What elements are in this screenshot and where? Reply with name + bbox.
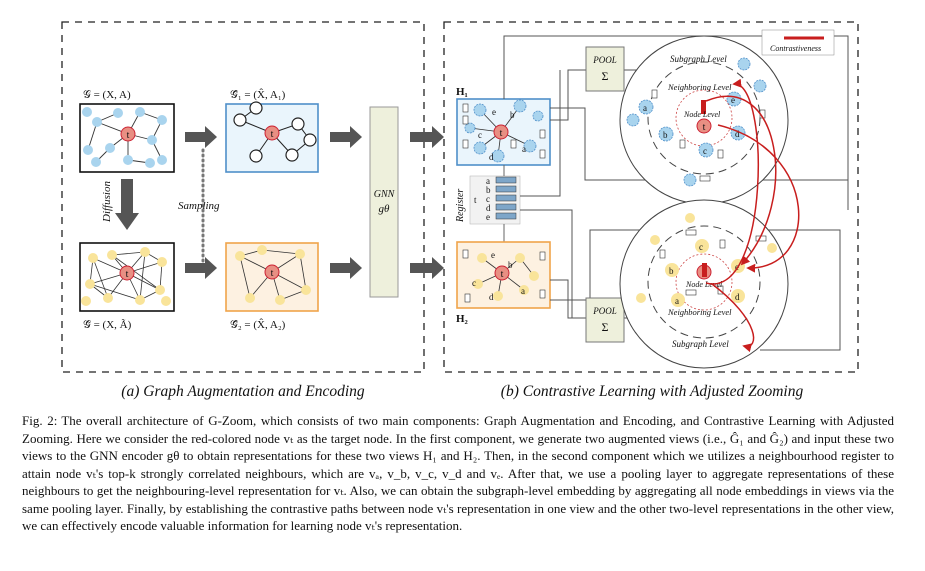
panel-a-title: (a) Graph Augmentation and Encoding bbox=[121, 383, 365, 400]
svg-text:a: a bbox=[643, 103, 647, 113]
svg-text:b: b bbox=[663, 130, 668, 140]
diffusion-arrow bbox=[115, 179, 139, 230]
gnn-output-arrows bbox=[410, 126, 444, 279]
gnn-encoder bbox=[369, 106, 399, 298]
node-level-bottom: Node Level bbox=[685, 280, 723, 289]
subgraph-level-top: Subgraph Level bbox=[670, 54, 727, 64]
svg-text:d: d bbox=[489, 292, 494, 302]
svg-text:e: e bbox=[731, 95, 735, 105]
caption-text: The overall architecture of G-Zoom, whic… bbox=[22, 413, 894, 533]
svg-text:Σ: Σ bbox=[602, 69, 609, 83]
gnn-input-arrows bbox=[330, 126, 362, 279]
h2-label: H₂ bbox=[456, 313, 469, 325]
pool-top: POOL Σ bbox=[585, 46, 625, 92]
svg-text:c: c bbox=[478, 130, 482, 140]
neighboring-level-top: Neighboring Level bbox=[667, 82, 732, 92]
diffusion-label: Diffusion bbox=[101, 181, 113, 223]
register-row-c: c bbox=[486, 194, 490, 204]
svg-text:a: a bbox=[675, 296, 679, 306]
target-node-label: t bbox=[127, 130, 130, 141]
connector-lines bbox=[503, 35, 849, 351]
svg-text:t: t bbox=[703, 122, 706, 133]
pool-bottom: POOL Σ bbox=[585, 297, 625, 343]
h1-embeddings: t e c a d b bbox=[456, 98, 551, 166]
neighboring-level-bottom: Neighboring Level bbox=[667, 307, 732, 317]
svg-text:t: t bbox=[271, 268, 274, 279]
svg-text:t: t bbox=[271, 129, 274, 140]
svg-text:POOL: POOL bbox=[592, 55, 617, 65]
svg-text:e: e bbox=[735, 262, 739, 272]
svg-text:c: c bbox=[472, 278, 476, 288]
graph-diffused: t bbox=[79, 242, 175, 312]
view2-label: 𝒢̂₂ = (X̂, A₂) bbox=[230, 318, 286, 331]
augmented-view-2: t bbox=[225, 242, 319, 312]
svg-text:t: t bbox=[500, 128, 503, 139]
svg-text:c: c bbox=[699, 242, 703, 252]
register-target: t bbox=[474, 195, 477, 205]
svg-text:a: a bbox=[521, 286, 525, 296]
register-label: Register bbox=[455, 189, 466, 223]
panel-b-frame bbox=[443, 21, 859, 373]
svg-text:POOL: POOL bbox=[592, 306, 617, 316]
architecture-figure: t 𝒢 = (X, A) Diffusion t 𝒢̃ = (X, bbox=[61, 21, 859, 400]
register-row-d: d bbox=[486, 203, 491, 213]
legend-contrastiveness: Contrastiveness bbox=[761, 29, 835, 56]
panel-a-frame bbox=[61, 21, 425, 373]
svg-text:b: b bbox=[508, 260, 513, 270]
view1-label: 𝒢̂₁ = (X̂, A₁) bbox=[230, 88, 286, 101]
svg-text:d: d bbox=[489, 152, 494, 162]
register-row-b: b bbox=[486, 185, 491, 195]
zoom-bottom: b c e a d t bbox=[619, 199, 789, 369]
svg-text:Σ: Σ bbox=[602, 320, 609, 334]
svg-text:a: a bbox=[522, 144, 526, 154]
augmented-view-1: t bbox=[225, 101, 319, 173]
gnn-label: GNN bbox=[374, 189, 396, 200]
svg-text:d: d bbox=[735, 129, 740, 139]
svg-text:Contrastiveness: Contrastiveness bbox=[770, 44, 821, 53]
svg-text:b: b bbox=[669, 266, 674, 276]
graph-orig-label: 𝒢 = (X, A) bbox=[83, 89, 131, 101]
h2-embeddings: t e c a d b bbox=[456, 241, 551, 309]
subgraph-level-bottom: Subgraph Level bbox=[672, 339, 729, 349]
node-level-top: Node Level bbox=[683, 110, 721, 119]
augment-arrows bbox=[185, 126, 217, 279]
figure-label: Fig. 2: bbox=[22, 413, 58, 428]
svg-text:c: c bbox=[703, 146, 707, 156]
register-row-e: e bbox=[486, 212, 490, 222]
graph-diff-label: 𝒢̃ = (X, Ã) bbox=[83, 319, 132, 331]
svg-text:e: e bbox=[491, 250, 495, 260]
contrastive-paths bbox=[705, 78, 800, 353]
register-embeddings bbox=[495, 176, 517, 220]
svg-text:b: b bbox=[510, 110, 515, 120]
graph-original: t bbox=[79, 103, 175, 173]
svg-text:t: t bbox=[126, 269, 129, 280]
sampling-label: Sampling bbox=[178, 200, 220, 212]
svg-text:e: e bbox=[492, 107, 496, 117]
panel-b-title: (b) Contrastive Learning with Adjusted Z… bbox=[501, 383, 804, 400]
svg-text:d: d bbox=[735, 292, 740, 302]
h1-label: H₁ bbox=[456, 86, 468, 98]
gnn-symbol: gθ bbox=[379, 203, 391, 215]
figure-caption: Fig. 2:The overall architecture of G-Zoo… bbox=[22, 412, 894, 535]
zoom-top: a b c d e t bbox=[619, 35, 789, 205]
register-row-a: a bbox=[486, 176, 490, 186]
svg-text:t: t bbox=[501, 269, 504, 280]
